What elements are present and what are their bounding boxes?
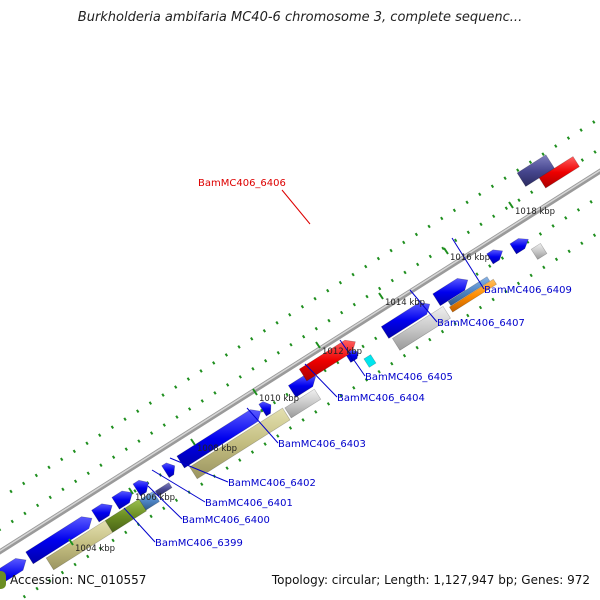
tick-label: 1006 kbp xyxy=(135,493,175,503)
tick-label: 1016 kbp xyxy=(450,253,490,263)
gene-cds xyxy=(432,278,469,307)
dotted-guide-line xyxy=(0,147,600,531)
gene-label: BamMC406_6405 xyxy=(365,372,453,383)
callout-line xyxy=(123,507,156,543)
gene-feature-slate xyxy=(516,154,555,187)
gene-cds xyxy=(509,238,529,255)
gene-highlighted xyxy=(298,339,356,382)
gene-feature-orange xyxy=(449,278,497,313)
callout-line xyxy=(147,485,183,520)
callout-line xyxy=(151,469,206,503)
accession-text: Accession: NC_010557 xyxy=(10,573,146,587)
scale-ticks: 1004 kbp 1006 kbp 1008 kbp 1010 kbp 1012 kbp… xyxy=(68,201,555,554)
gene-feature-red xyxy=(538,156,580,189)
tick-label: 1010 kbp xyxy=(259,394,299,404)
gene-cds xyxy=(111,490,133,510)
tick-mark xyxy=(443,247,449,255)
gene-cds xyxy=(0,558,27,586)
gene-label: BamMC406_6401 xyxy=(205,498,293,509)
gene-cds xyxy=(287,374,317,398)
tick-mark xyxy=(68,538,74,546)
tick-label: 1008 kbp xyxy=(197,444,237,454)
gene-label: BamMC406_6407 xyxy=(437,318,525,329)
gene-feature-steel xyxy=(447,276,491,306)
callout-line xyxy=(169,457,229,483)
gene-label-highlighted: BamMC406_6406 xyxy=(198,178,286,189)
gene-cds xyxy=(25,516,93,565)
gene-cds xyxy=(176,409,262,469)
gene-label: BamMC406_6404 xyxy=(337,393,425,404)
tick-mark xyxy=(315,341,321,349)
gene-label: BamMC406_6400 xyxy=(182,515,270,526)
backbone-line xyxy=(0,168,600,555)
dotted-guide-line xyxy=(0,116,600,501)
accession-value: NC_010557 xyxy=(77,573,147,587)
callout-line xyxy=(451,237,485,290)
gene-feature-grey xyxy=(391,305,451,351)
gene-cds xyxy=(347,349,359,362)
callout-line xyxy=(304,363,338,398)
gene-label: BamMC406_6402 xyxy=(228,478,316,489)
gene-feature-olive xyxy=(104,498,147,533)
gene-cds xyxy=(161,462,176,479)
tick-mark xyxy=(378,292,384,300)
dotted-guides xyxy=(0,116,600,600)
tick-mark xyxy=(252,388,258,396)
callout-line xyxy=(246,407,279,444)
genome-backbone xyxy=(0,168,600,555)
tick-label: 1014 kbp xyxy=(385,298,425,308)
tick-label: 1018 kbp xyxy=(515,207,555,217)
gene-feature-cyan xyxy=(363,354,377,368)
accession-icon xyxy=(0,571,6,589)
feature-track xyxy=(0,154,580,586)
gene-cds xyxy=(380,302,431,339)
gene-feature-khaki xyxy=(189,407,291,480)
tick-mark xyxy=(508,201,514,209)
gene-cds xyxy=(132,479,149,497)
gene-cds xyxy=(258,401,272,417)
callout-line xyxy=(339,339,366,377)
gene-label: BamMC406_6399 xyxy=(155,538,243,549)
dotted-guide-line xyxy=(16,229,600,600)
gene-label: BamMC406_6409 xyxy=(484,285,572,296)
gene-callouts: BamMC406_6399 BamMC406_6400 BamMC406_6401 B… xyxy=(123,178,572,549)
gene-cds xyxy=(486,249,503,265)
gene-label: BamMC406_6403 xyxy=(278,439,366,450)
gene-feature-steel xyxy=(139,490,160,511)
tick-mark xyxy=(128,487,134,495)
accession-label: Accession: xyxy=(10,573,74,587)
tick-label: 1004 kbp xyxy=(75,544,115,554)
gene-cds xyxy=(91,503,113,523)
callout-line xyxy=(409,289,438,323)
gene-feature-grey xyxy=(284,388,322,419)
tick-label: 1012 kbp xyxy=(322,347,362,357)
gene-feature-grey xyxy=(530,242,548,260)
map-title: Burkholderia ambifaria MC40-6 chromosome… xyxy=(77,10,523,25)
tick-mark xyxy=(190,438,196,446)
callout-line-highlighted xyxy=(281,189,311,225)
genome-stats: Topology: circular; Length: 1,127,947 bp… xyxy=(271,573,590,587)
backbone-highlight xyxy=(0,169,600,552)
